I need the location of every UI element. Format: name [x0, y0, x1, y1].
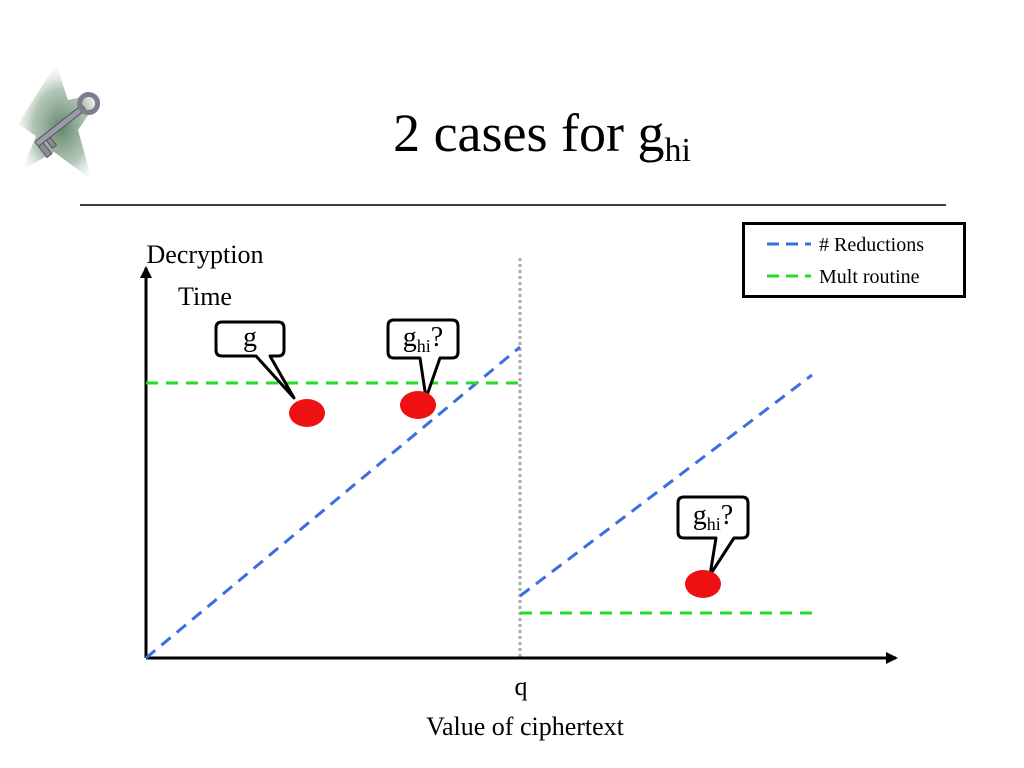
legend-item-mult-routine: Mult routine [767, 263, 920, 291]
callout-ghi-lower-label: ghi? [692, 500, 734, 534]
page-title: 2 cases for ghi [0, 98, 1024, 186]
legend-label-mult-routine: Mult routine [819, 266, 920, 288]
legend-swatch-reductions [767, 242, 811, 246]
legend-label-reductions: # Reductions [819, 234, 924, 256]
callout-g [214, 320, 296, 400]
callout-g-label: g [243, 322, 257, 353]
point-ghi-upper [400, 391, 436, 419]
legend-swatch-mult-routine [767, 274, 811, 278]
legend: # Reductions Mult routine [742, 222, 966, 298]
callout-ghi-upper [386, 318, 460, 400]
point-g [289, 399, 325, 427]
callout-ghi-lower [676, 495, 750, 577]
y-axis-label-line1: Decryption [146, 240, 264, 269]
callout-ghi-upper-label: ghi? [402, 322, 444, 356]
skeleton-key-icon [18, 64, 104, 180]
title-subscript: hi [664, 132, 691, 169]
reductions-line-right [519, 373, 813, 598]
point-ghi-lower [685, 570, 721, 598]
y-axis-label-line2: Time [178, 282, 232, 311]
y-axis-label: Decryption Time [120, 234, 290, 318]
title-main: 2 cases for g [393, 103, 665, 163]
legend-item-reductions: # Reductions [767, 231, 924, 259]
q-tick-label: q [514, 672, 528, 701]
reductions-line-left [145, 345, 521, 660]
x-axis-label: Value of ciphertext [426, 712, 624, 741]
